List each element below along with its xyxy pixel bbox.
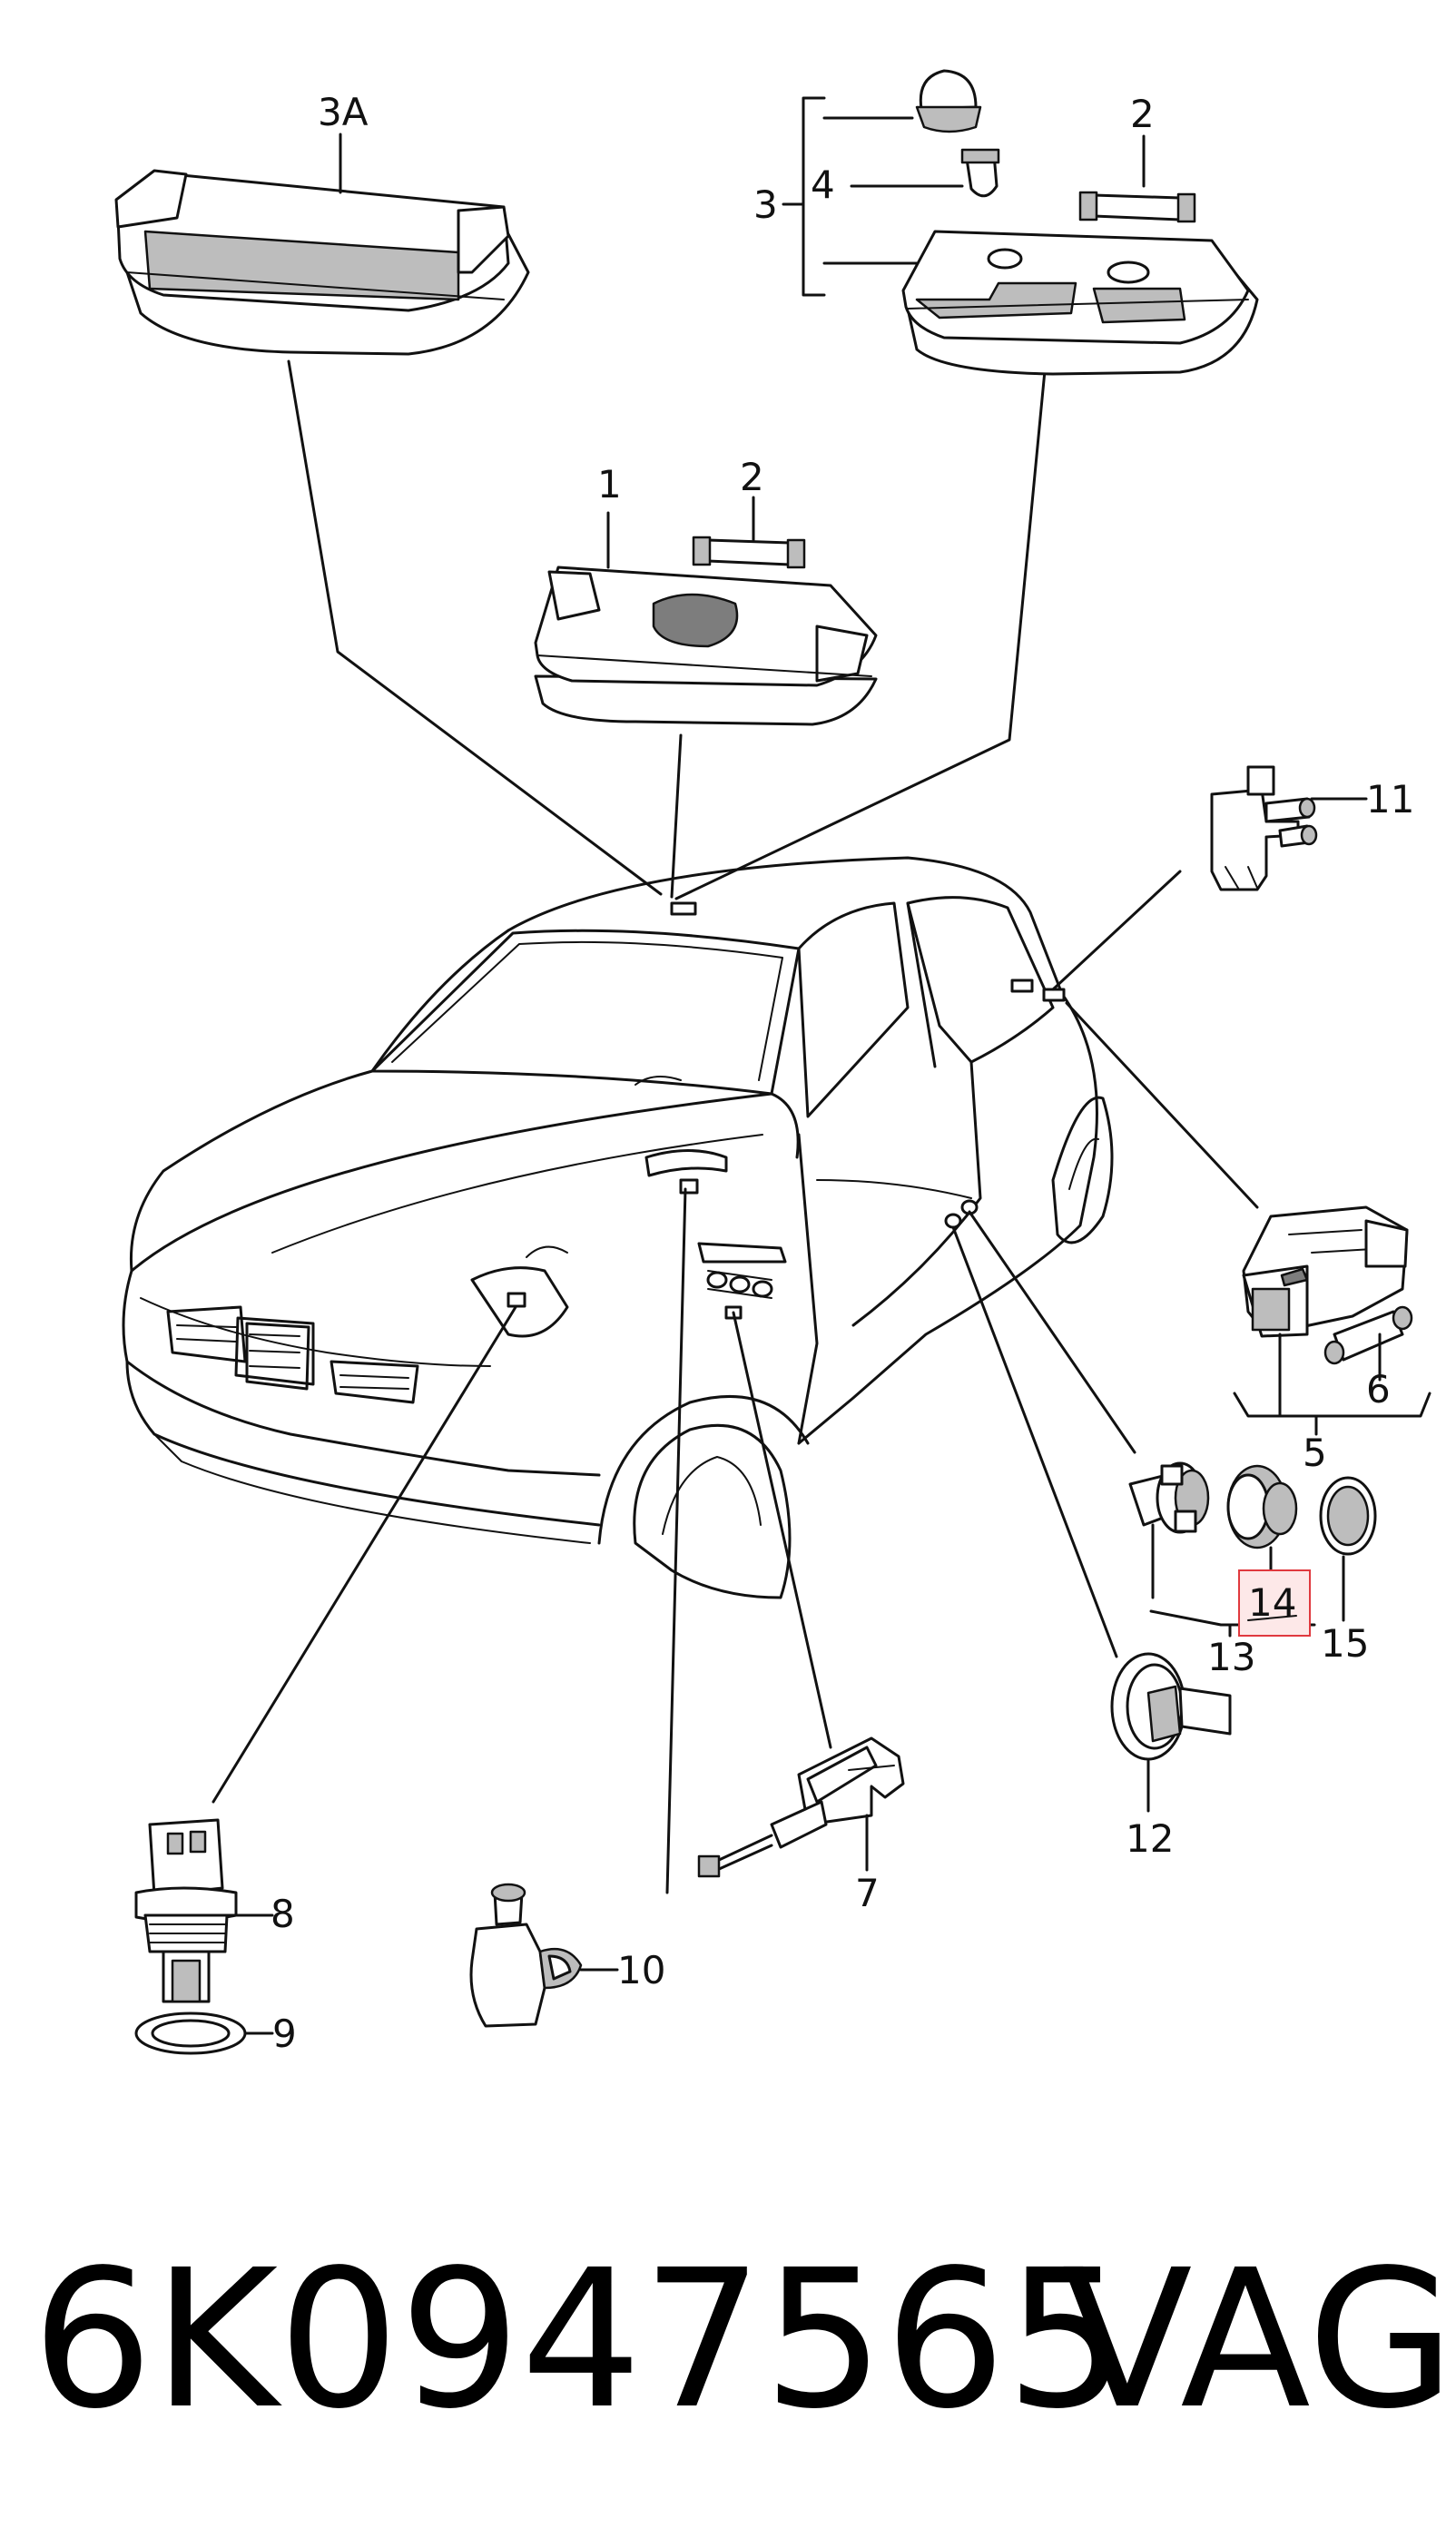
- sensor-8: [134, 1818, 238, 2003]
- callout-6: 6: [1366, 1367, 1391, 1412]
- part-leader-lines: [212, 870, 1259, 1894]
- hood-switch-7: [697, 1736, 905, 1878]
- callout-5: 5: [1303, 1431, 1327, 1475]
- grommet-15: [1319, 1476, 1377, 1556]
- festoon-bulb-2-mid: [692, 536, 806, 569]
- roof-leader-lines: [287, 359, 1048, 900]
- callout-9: 9: [272, 2012, 297, 2056]
- wedge-bulb-4: [960, 148, 1000, 198]
- callout-3: 3: [753, 182, 778, 227]
- highlight-box-14[interactable]: [1238, 1569, 1311, 1637]
- callout-1: 1: [597, 462, 622, 507]
- door-switch-13: [1128, 1461, 1210, 1534]
- bracket-5: [1233, 1333, 1431, 1436]
- callout-11: 11: [1366, 777, 1414, 821]
- lamp-housing-5: [1242, 1205, 1409, 1338]
- washer-9: [134, 2012, 247, 2055]
- callout-12: 12: [1126, 1816, 1174, 1861]
- callout-4: 4: [811, 162, 835, 207]
- festoon-bulb-6: [1323, 1305, 1413, 1365]
- interior-lamp-3a: [114, 169, 530, 356]
- callout-15: 15: [1321, 1621, 1369, 1666]
- festoon-bulb-2-top: [1078, 191, 1196, 223]
- rubber-cap-14: [1226, 1464, 1298, 1549]
- callout-8: 8: [271, 1892, 295, 1936]
- highlight-underline: [1247, 1615, 1297, 1621]
- callout-13: 13: [1207, 1635, 1255, 1679]
- callout-3a: 3A: [318, 90, 369, 134]
- door-switch-11: [1210, 765, 1318, 891]
- interior-lamp-3: [901, 230, 1259, 376]
- callout-2-mid: 2: [740, 455, 764, 499]
- bracket-3: [782, 96, 919, 297]
- callout-2-top: 2: [1130, 92, 1155, 136]
- callout-labels: 3A 2 3 4 1 2 11 6 5 14 13 15 12 8 9 10 7: [271, 90, 1414, 2056]
- callout-14[interactable]: 14: [1248, 1580, 1296, 1625]
- car-illustration: [122, 856, 1114, 1599]
- callout-7: 7: [855, 1871, 880, 1915]
- interior-lamp-1: [534, 566, 878, 726]
- part-number: 6K0947565: [32, 2228, 1127, 2451]
- switch-10: [469, 1883, 583, 2028]
- brand-label: VAG: [1062, 2228, 1455, 2451]
- light-switch-12: [1110, 1652, 1232, 1761]
- lamp-cap: [915, 69, 982, 133]
- callout-10: 10: [617, 1948, 665, 1992]
